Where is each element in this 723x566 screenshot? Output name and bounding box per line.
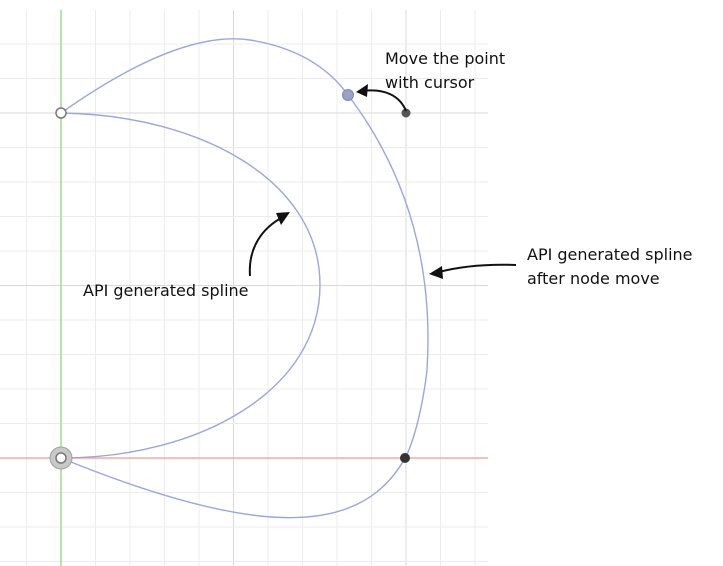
top-node[interactable] bbox=[55, 107, 67, 119]
origin-node[interactable] bbox=[55, 452, 67, 464]
annotation-move-point-line-1: Move the point bbox=[385, 49, 506, 68]
annotation-move-point-line-2: with cursor bbox=[385, 73, 475, 92]
annotation-api-spline-moved-line-1: API generated spline bbox=[527, 245, 693, 264]
moved-spline[interactable] bbox=[60, 38, 429, 519]
bottom-right-node[interactable] bbox=[400, 453, 410, 463]
original-spline[interactable] bbox=[60, 112, 321, 459]
original-node-position[interactable] bbox=[401, 108, 411, 118]
annotation-api-spline-text: API generated spline bbox=[83, 281, 249, 300]
annotation-api-spline-moved: API generated spline after node move bbox=[527, 243, 693, 291]
annotation-api-spline: API generated spline bbox=[83, 279, 249, 303]
annotation-api-spline-moved-line-2: after node move bbox=[527, 269, 660, 288]
moved-node[interactable] bbox=[342, 89, 354, 101]
arrow-api-spline-moved bbox=[429, 263, 517, 279]
arrow-move-point bbox=[356, 84, 407, 112]
annotation-move-point: Move the point with cursor bbox=[385, 47, 535, 95]
arrow-api-spline bbox=[248, 212, 290, 277]
